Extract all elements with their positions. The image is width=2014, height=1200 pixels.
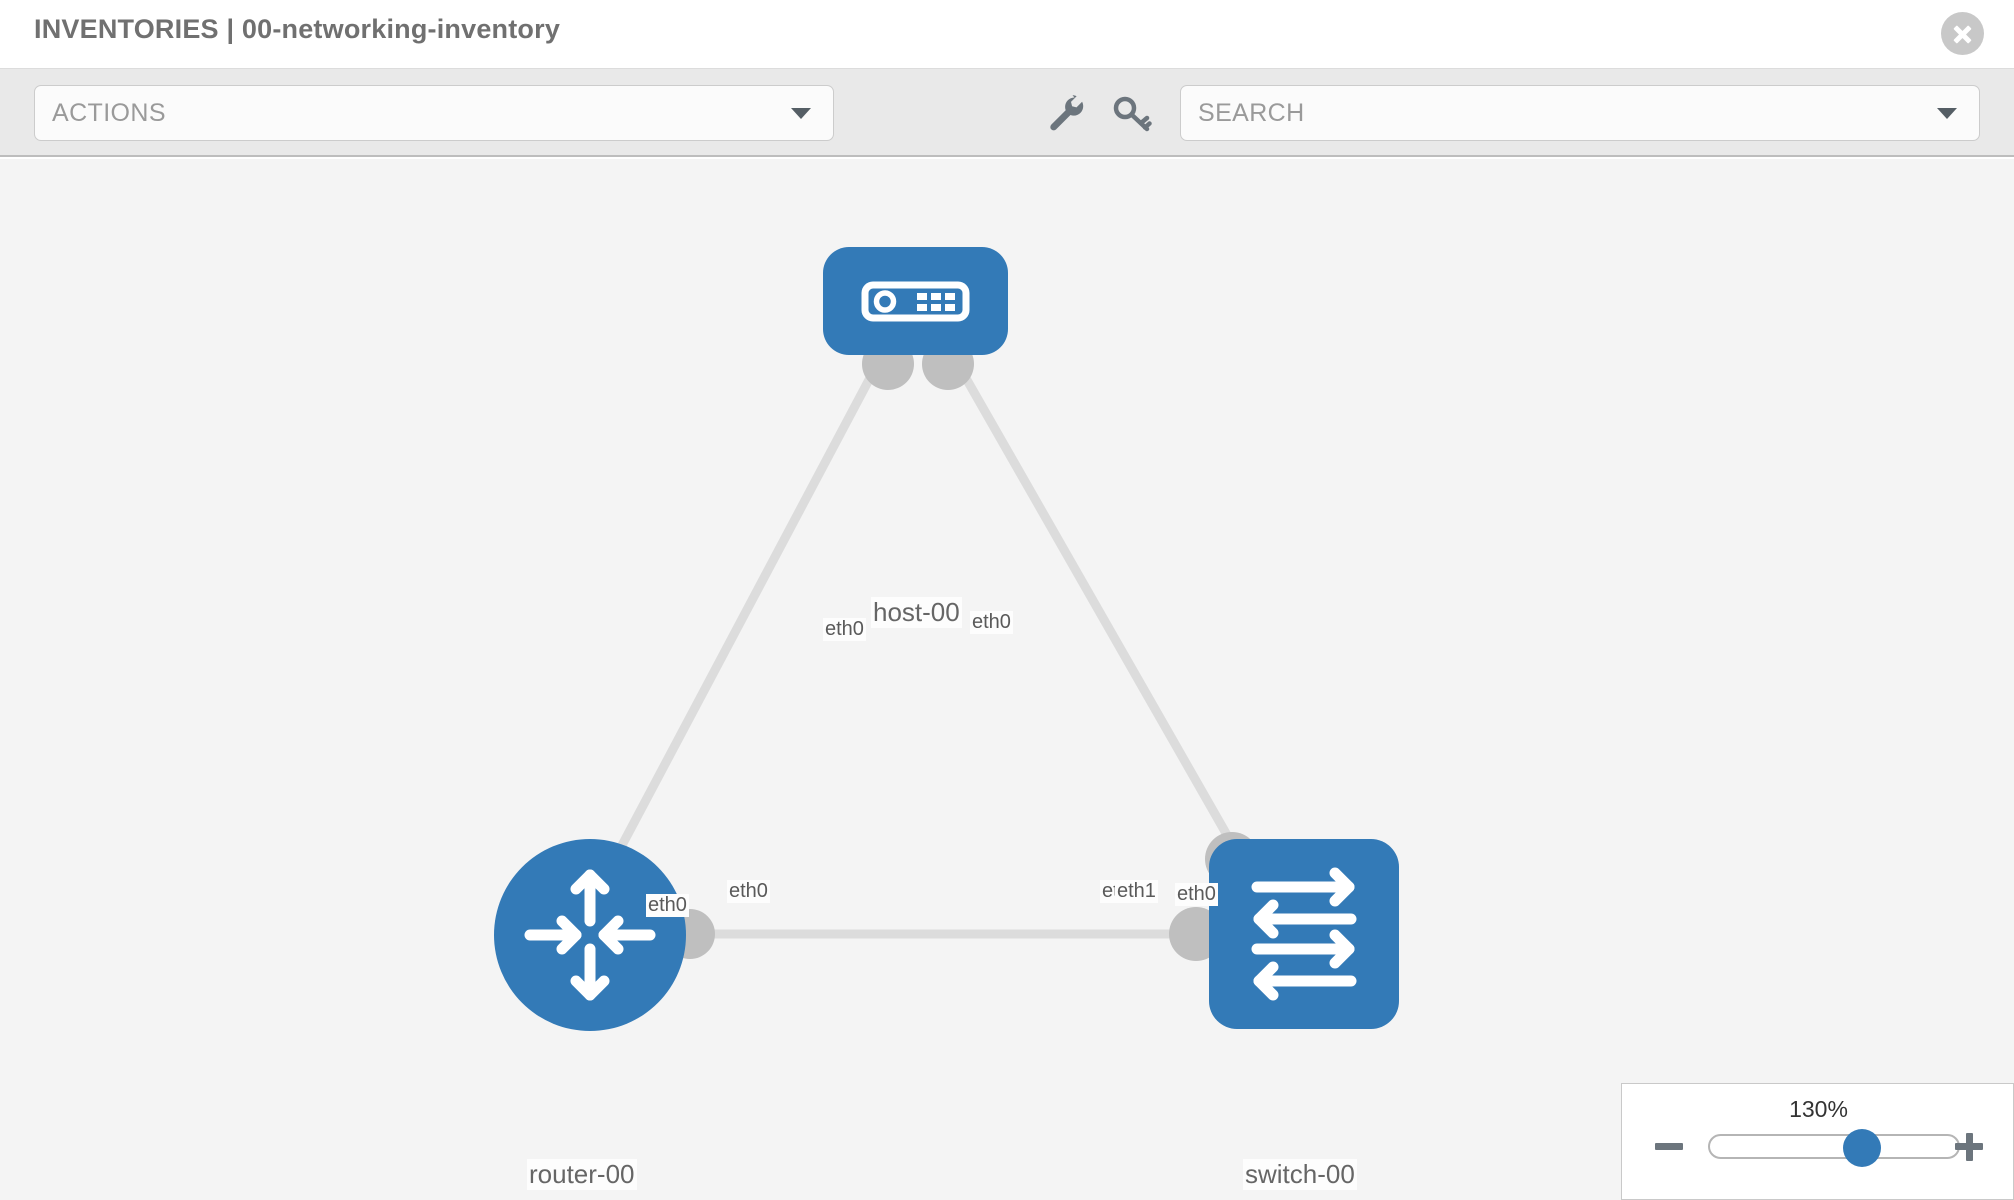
key-icon[interactable] (1110, 91, 1154, 135)
actions-dropdown-label: ACTIONS (52, 98, 166, 127)
node-label-host-00: host-00 (871, 597, 962, 628)
minus-icon[interactable] (1652, 1130, 1686, 1164)
page-title: INVENTORIES | 00-networking-inventory (34, 14, 561, 44)
close-icon[interactable] (1941, 12, 1984, 55)
search-placeholder: SEARCH (1198, 98, 1305, 127)
page-header: INVENTORIES | 00-networking-inventory (0, 0, 2014, 68)
iface-label-switch-eth1: eth1 (1115, 880, 1158, 903)
plus-icon[interactable] (1952, 1130, 1986, 1164)
iface-label-router-eth0-right: eth0 (727, 880, 770, 903)
actions-dropdown[interactable]: ACTIONS (34, 85, 834, 141)
iface-label-host-eth0-right: eth0 (970, 611, 1013, 634)
toolbar: ACTIONS SEARCH (0, 68, 2014, 157)
iface-label-router-eth0-up: eth0 (646, 894, 689, 917)
topology-graph: host-00 router-00 switch-00 eth0 eth0 et… (0, 159, 2014, 1200)
topology-canvas[interactable]: host-00 router-00 switch-00 eth0 eth0 et… (0, 159, 2014, 1200)
chevron-down-icon (1937, 108, 1957, 119)
node-label-router-00: router-00 (527, 1159, 637, 1190)
node-label-switch-00: switch-00 (1243, 1159, 1357, 1190)
zoom-slider-track[interactable] (1708, 1129, 1960, 1167)
iface-label-host-eth0-left: eth0 (823, 618, 866, 641)
zoom-control-panel: 130% (1621, 1083, 2014, 1200)
chevron-down-icon (791, 108, 811, 119)
zoom-level-value: 130% (1789, 1096, 1848, 1122)
search-input[interactable]: SEARCH (1180, 85, 1980, 141)
iface-label-switch-eth0-up: eth0 (1175, 883, 1218, 906)
wrench-icon[interactable] (1043, 91, 1087, 135)
zoom-slider-thumb[interactable] (1843, 1129, 1881, 1167)
